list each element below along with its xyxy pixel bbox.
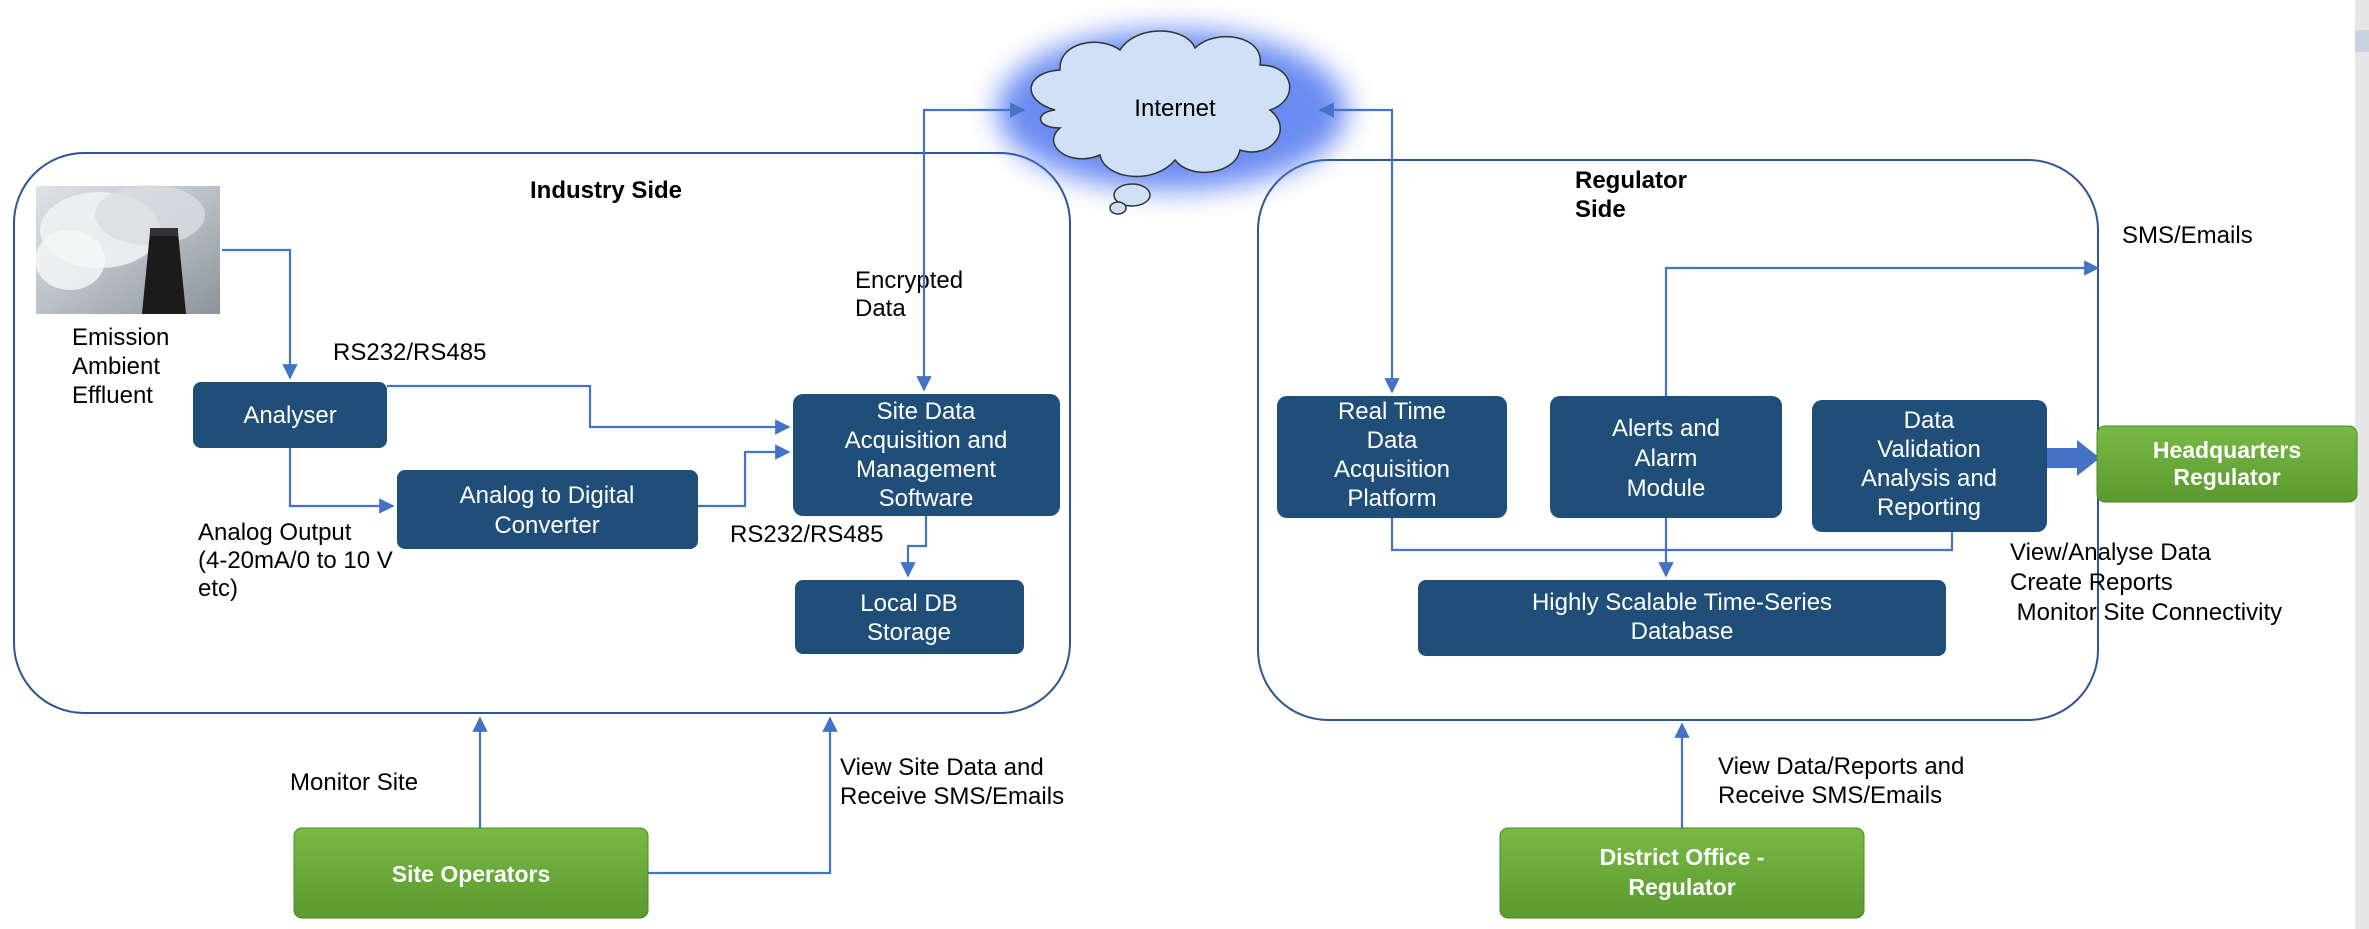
district-office-box[interactable]: District Office - Regulator	[1499, 827, 1865, 919]
view-site-label-line: View Site Data and	[840, 754, 1044, 781]
text-line: Alerts and	[1612, 415, 1720, 442]
industry-connectors	[222, 102, 1026, 578]
text-line: Validation	[1877, 436, 1981, 463]
text-line: Data	[1904, 407, 1955, 434]
regulator-title-line: Regulator	[1575, 167, 1687, 194]
hq-arrow	[2047, 440, 2100, 476]
hq-actions-label-line: View/Analyse Data	[2010, 539, 2212, 566]
analog-output-label-line: etc)	[198, 575, 238, 602]
text-line: Database	[1631, 618, 1734, 645]
text-line: Storage	[867, 619, 951, 646]
text-line: Software	[879, 485, 974, 512]
view-data-label-line: View Data/Reports and	[1718, 753, 1964, 780]
svg-text:District Office -Regulator: District Office - Regulator	[1600, 844, 1765, 900]
text-line: Platform	[1347, 485, 1436, 512]
emission-label-line: Ambient	[72, 353, 160, 380]
rs232-bottom-label: RS232/RS485	[730, 521, 883, 548]
text-line: District Office -	[1600, 844, 1765, 870]
analog-output-label-line: (4-20mA/0 to 10 V	[198, 547, 393, 574]
text-line: Site Data	[877, 398, 976, 425]
text-line: Local DB	[860, 590, 957, 617]
text-line: Regulator	[2173, 464, 2280, 490]
text-line: Analyser	[243, 402, 336, 429]
industry-panel	[13, 152, 1071, 714]
scrollbar-thumb[interactable]	[2355, 30, 2369, 52]
analyser-box: Analyser	[193, 382, 387, 448]
text-line: Reporting	[1877, 494, 1981, 521]
text-line: Module	[1627, 475, 1706, 502]
text-line: Analog to Digital	[460, 482, 635, 509]
regulator-connectors	[1318, 102, 2100, 578]
internet-cloud: Internet	[997, 30, 1347, 215]
encrypted-data-label-line: Data	[855, 295, 906, 322]
text-line: Real Time	[1338, 398, 1446, 425]
emission-label-line: Effluent	[72, 382, 153, 409]
sms-emails-label: SMS/Emails	[2122, 222, 2253, 249]
svg-text:Site Operators: Site Operators	[392, 861, 551, 887]
internet-label: Internet	[1134, 95, 1216, 122]
text-line: Data	[1367, 427, 1418, 454]
text-line: Regulator	[1628, 874, 1735, 900]
text-line: Analysis and	[1861, 465, 1997, 492]
hq-actions-label-line: Create Reports	[2010, 569, 2173, 596]
svg-text:Analyser: Analyser	[243, 402, 336, 429]
text-line: Headquarters	[2153, 437, 2301, 463]
emission-label-line: Emission	[72, 324, 169, 351]
regulator-title-line: Side	[1575, 196, 1626, 223]
rs232-top-label: RS232/RS485	[333, 339, 486, 366]
monitor-site-label: Monitor Site	[290, 769, 418, 796]
bottom-left-connectors	[472, 716, 838, 875]
view-data-label-line: Receive SMS/Emails	[1718, 782, 1942, 809]
text-line: Acquisition and	[845, 427, 1008, 454]
hq-actions-label-line: Monitor Site Connectivity	[2010, 599, 2282, 626]
text-line: Highly Scalable Time-Series	[1532, 589, 1832, 616]
chimney-image	[35, 185, 220, 314]
view-site-label-line: Receive SMS/Emails	[840, 783, 1064, 810]
site-operators-box[interactable]: Site Operators	[293, 827, 649, 919]
text-line: Management	[856, 456, 996, 483]
scrollbar-track[interactable]	[2355, 0, 2369, 929]
industry-title: Industry Side	[530, 177, 682, 204]
text-line: Converter	[494, 512, 599, 539]
encrypted-data-label-line: Encrypted	[855, 267, 963, 294]
text-line: Acquisition	[1334, 456, 1450, 483]
analog-output-label-line: Analog Output	[198, 519, 352, 546]
text-line: Alarm	[1635, 445, 1698, 472]
